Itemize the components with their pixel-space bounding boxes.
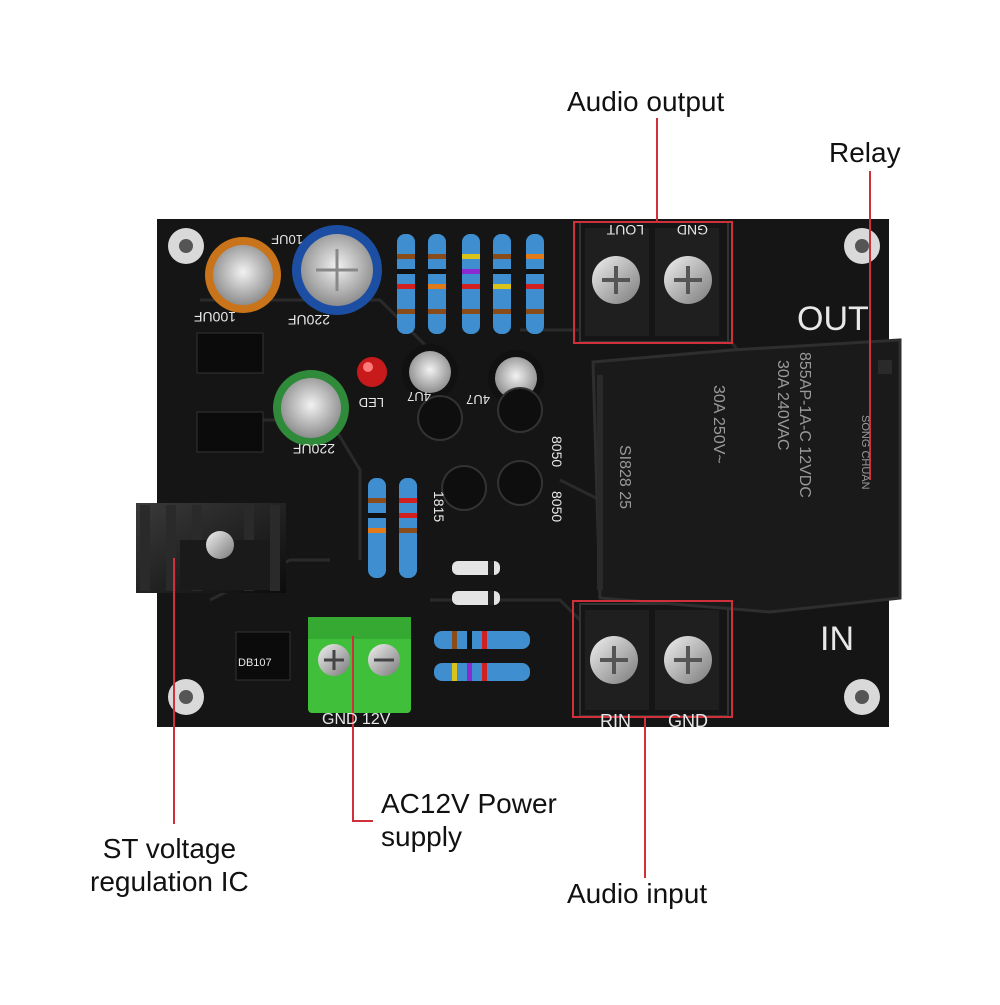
silk-220uf-top: 220UF: [288, 312, 330, 328]
callout-ac12v-power: AC12V Power supply: [381, 787, 557, 853]
silk-lout: LOUT: [606, 222, 644, 238]
silk-gnd-in: GND: [668, 711, 708, 731]
silk-8050-b: 8050: [549, 491, 565, 522]
silk-4u7-b: 4U7: [466, 392, 490, 407]
capacitor-4u7-a: [402, 344, 458, 400]
callout-ac12v-line2: supply: [381, 821, 462, 852]
capacitor-220uf-mid: [273, 370, 349, 446]
silk-1815: 1815: [431, 491, 447, 522]
callout-st-line2: regulation IC: [90, 866, 249, 897]
diodes: [452, 561, 500, 605]
silkscreen: OUT IN RIN GND LOUT GND GND 12V 100UF 22…: [194, 222, 869, 731]
silk-220uf-mid: 220UF: [293, 441, 335, 457]
relay-code-text: SI828 25: [616, 445, 633, 509]
callout-ac12v-line1: AC12V Power: [381, 788, 557, 819]
silk-100uf: 100UF: [194, 309, 236, 325]
output-callout-box: [573, 221, 733, 344]
input-terminal-block: [579, 603, 729, 717]
transistors: [417, 387, 544, 511]
input-callout-box: [572, 600, 733, 718]
relay-brand-text: SONG CHUAN: [859, 415, 871, 490]
output-terminal-block: [579, 221, 729, 343]
callout-st-voltage-ic: ST voltage regulation IC: [90, 832, 249, 898]
silk-in: IN: [820, 620, 854, 658]
silk-gnd-12v: GND 12V: [322, 711, 391, 728]
silk-led: LED: [359, 395, 384, 410]
relay-markings: 855AP-1A-C 12VDC 30A 240VAC 30A 250V~ SI…: [616, 352, 871, 509]
capacitor-220uf-top: [292, 225, 382, 315]
power-terminal: [308, 617, 411, 713]
relay-rating1-text: 30A 240VAC: [774, 360, 791, 450]
callout-audio-input: Audio input: [567, 878, 708, 909]
callout-relay: Relay: [829, 137, 901, 168]
callout-audio-output: Audio output: [567, 86, 725, 117]
capacitor-100uf: [205, 237, 281, 313]
silk-out: OUT: [797, 300, 869, 338]
silk-gnd-out: GND: [677, 222, 708, 238]
resistor-bank-top: [397, 234, 544, 334]
relay-model-text: 855AP-1A-C 12VDC: [796, 352, 813, 498]
silk-8050-a: 8050: [549, 436, 565, 467]
heatsink: [136, 503, 286, 593]
resistor-pair-middle: [368, 478, 417, 578]
silk-10uf: 10UF: [271, 232, 303, 247]
callout-st-line1: ST voltage: [102, 833, 237, 864]
ic-chips-left: [196, 332, 291, 681]
silk-4u7-a: 4U7: [407, 389, 431, 404]
callout-boxes: [572, 221, 733, 718]
silk-db107: DB107: [238, 657, 272, 669]
resistor-pair-bottom: [434, 631, 530, 681]
mounting-holes: [168, 228, 880, 715]
silk-rin: RIN: [600, 711, 631, 731]
relay: [591, 338, 902, 614]
ac12v-line: [352, 636, 373, 822]
led: [357, 357, 387, 387]
relay-rating2-text: 30A 250V~: [710, 385, 727, 464]
callout-lines: [173, 118, 871, 878]
